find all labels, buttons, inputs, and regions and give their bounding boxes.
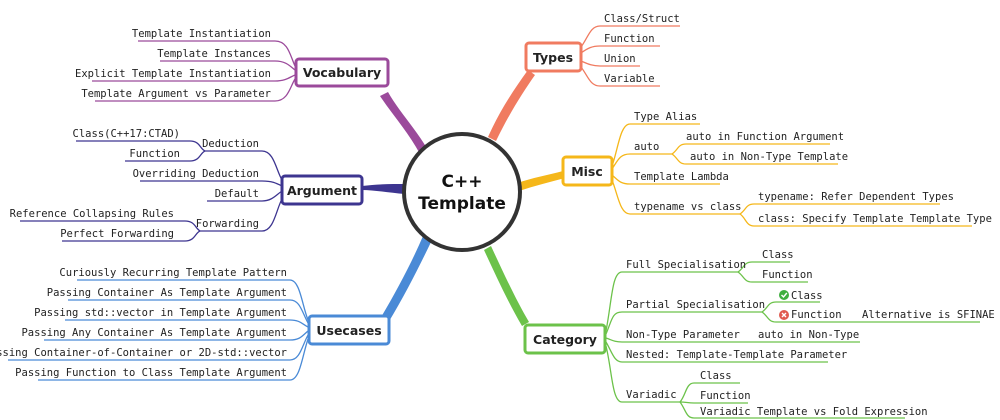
- category-full-label: Full Specialisation: [626, 259, 746, 271]
- misc-label: Misc: [571, 164, 603, 179]
- misc-auto-label: auto: [634, 141, 659, 153]
- branch-misc: [517, 171, 565, 191]
- argument-forwarding-item-2: Perfect Forwarding: [60, 228, 174, 240]
- category-nested: Nested: Template-Template Parameter: [626, 349, 847, 361]
- category-partial-label: Partial Specialisation: [626, 299, 765, 311]
- branch-vocabulary: [380, 92, 428, 154]
- usecases-item-1: Curiously Recurring Template Pattern: [59, 267, 287, 279]
- misc-typename-item-2: class: Specify Template Template Type: [758, 213, 992, 225]
- argument-leaves: [20, 140, 283, 242]
- usecases-item-2: Passing Container As Template Argument: [47, 287, 287, 299]
- category-full-item-1: Class: [762, 249, 794, 261]
- category-label: Category: [533, 332, 597, 347]
- misc-auto-item-2: auto in Non-Type Template: [690, 151, 848, 163]
- branch-category: [484, 246, 529, 326]
- argument-label: Argument: [287, 183, 357, 198]
- usecases-leaves: [8, 279, 309, 381]
- branch-argument: [362, 184, 405, 194]
- usecases-item-6: Passing Function to Class Template Argum…: [15, 367, 287, 379]
- misc-template-lambda: Template Lambda: [634, 171, 729, 183]
- argument-deduction-label: Deduction: [202, 138, 259, 150]
- types-node[interactable]: [524, 41, 583, 73]
- category-non-type-label: Non-Type Parameter: [626, 329, 740, 341]
- center-title-line2: Template: [418, 194, 506, 214]
- misc-auto-item-1: auto in Function Argument: [686, 131, 844, 143]
- category-partial-item-2: Function: [791, 309, 842, 321]
- check-icon: [779, 290, 789, 300]
- category-variadic-label: Variadic: [626, 389, 677, 401]
- types-item-2: Function: [604, 33, 655, 45]
- center-title-line1: C++: [442, 172, 483, 192]
- vocabulary-leaves: [92, 40, 296, 102]
- usecases-item-3: Passing std::vector in Template Argument: [34, 307, 287, 319]
- vocabulary-node[interactable]: [294, 57, 390, 88]
- types-leaves: [580, 25, 680, 87]
- argument-default: Default: [215, 188, 259, 200]
- types-label: Types: [533, 50, 573, 65]
- types-item-4: Variable: [604, 73, 655, 85]
- misc-typename-vs-class: typename vs class: [634, 201, 741, 213]
- argument-node[interactable]: [280, 174, 364, 206]
- category-partial-item-1: Class: [791, 290, 823, 302]
- category-variadic-item-2: Function: [700, 390, 751, 402]
- usecases-node[interactable]: [307, 314, 391, 346]
- category-leaves: [605, 261, 980, 419]
- misc-leaves: [611, 123, 972, 227]
- vocabulary-item-4: Template Argument vs Parameter: [81, 88, 271, 100]
- category-node[interactable]: [523, 323, 607, 355]
- branch-types: [488, 70, 535, 141]
- argument-forwarding-item-1: Reference Collapsing Rules: [10, 208, 174, 220]
- types-item-3: Union: [604, 53, 636, 65]
- argument-overriding-deduction: Overriding Deduction: [133, 168, 259, 180]
- usecases-item-4: Passing Any Container As Template Argume…: [21, 327, 287, 339]
- check-icon-mark: [781, 292, 788, 299]
- category-non-type-item-1: auto in Non-Type: [758, 329, 859, 341]
- vocabulary-item-3: Explicit Template Instantiation: [75, 68, 271, 80]
- vocabulary-item-1: Template Instantiation: [132, 28, 271, 40]
- argument-forwarding-label: Forwarding: [196, 218, 259, 230]
- types-item-1: Class/Struct: [604, 13, 680, 25]
- misc-node[interactable]: [561, 155, 614, 187]
- misc-type-alias: Type Alias: [634, 111, 697, 123]
- misc-typename-item-1: typename: Refer Dependent Types: [758, 191, 954, 203]
- category-variadic-item-1: Class: [700, 370, 732, 382]
- category-partial-note: Alternative is SFINAE: [862, 309, 995, 321]
- cross-icon-mark: [781, 312, 787, 318]
- usecases-label: Usecases: [316, 323, 381, 338]
- center-node: [402, 132, 522, 252]
- branch-usecases: [380, 236, 432, 323]
- argument-deduction-item-1: Class(C++17:CTAD): [73, 128, 180, 140]
- category-full-item-2: Function: [762, 269, 813, 281]
- usecases-item-5: Passing Container-of-Container or 2D-std…: [0, 347, 287, 359]
- vocabulary-label: Vocabulary: [303, 65, 381, 80]
- vocabulary-item-2: Template Instances: [157, 48, 271, 60]
- category-variadic-item-3: Variadic Template vs Fold Expression: [700, 406, 928, 418]
- argument-deduction-item-2: Function: [129, 148, 180, 160]
